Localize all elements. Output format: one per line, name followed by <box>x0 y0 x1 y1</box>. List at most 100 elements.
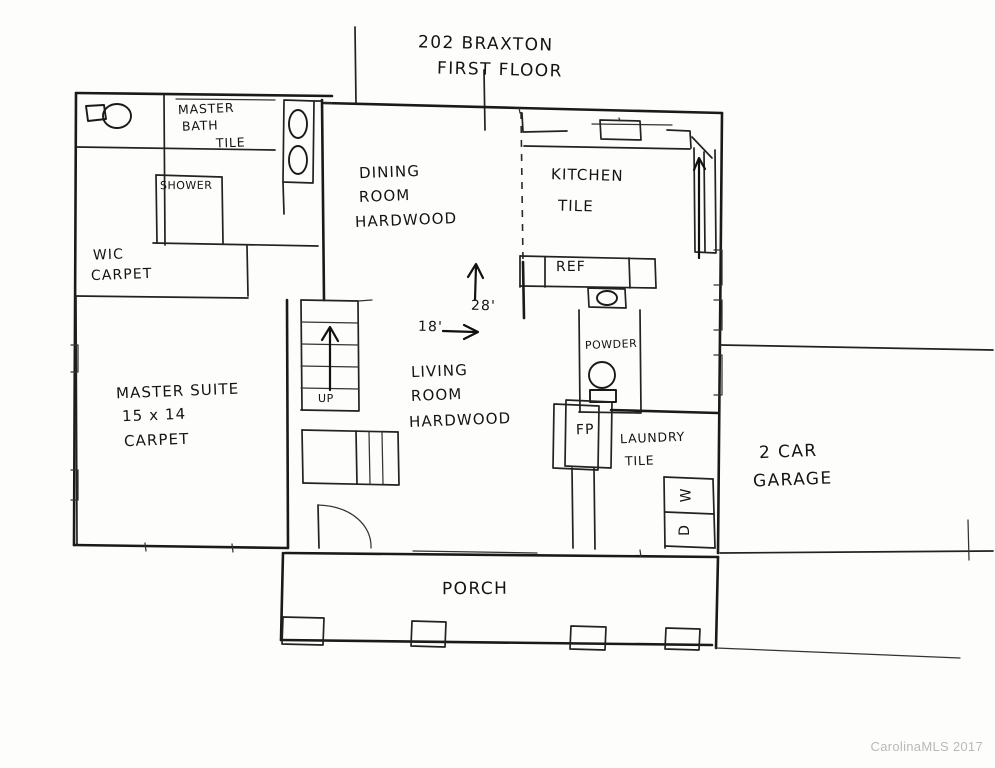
label-garage-line-1: 2 CAR <box>758 440 818 464</box>
label-stairs-up: UP <box>317 391 334 406</box>
lower-stair-tread-a <box>368 431 371 485</box>
stair-stringer-right <box>357 300 360 411</box>
exterior-wall-top-center <box>322 101 522 110</box>
door-opening-right-c <box>713 354 723 396</box>
powder-toilet-tank <box>589 389 617 403</box>
wall-washer-dryer-divider <box>664 511 715 515</box>
wall-washer-top <box>663 476 714 480</box>
porch-column-1 <box>281 616 325 646</box>
label-shower: SHOWER <box>159 178 213 193</box>
door-swing-arc-hall <box>317 504 372 549</box>
porch-column-2 <box>410 620 447 648</box>
porch-wall-top <box>283 551 720 559</box>
label-kitchen-flooring: TILE <box>557 196 595 216</box>
ref-divider-right <box>628 257 631 289</box>
cooktop-burner <box>596 290 618 306</box>
door-opening-right-b <box>713 299 723 331</box>
wall-shower-top <box>155 174 223 178</box>
wall-dryer-bottom <box>664 545 716 549</box>
sink-oval-left <box>288 109 308 139</box>
garage-right-hint <box>967 519 970 561</box>
wall-laundry-top <box>609 408 720 415</box>
garage-wall-top <box>719 344 994 351</box>
window-left-upper <box>70 344 79 373</box>
kitchen-faucet <box>618 117 621 122</box>
plan-title-line-2: FIRST FLOOR <box>436 58 564 82</box>
stair-stringer-left <box>300 299 303 411</box>
window-left-lower <box>70 469 79 501</box>
label-living-room-line-2: ROOM <box>410 385 463 405</box>
label-laundry-flooring: TILE <box>624 452 655 469</box>
mls-watermark: CarolinaMLS 2017 <box>870 739 983 754</box>
lower-stair-divider <box>355 430 358 485</box>
door-jamb-bottom-left-a <box>144 542 147 552</box>
label-dining-room-line-1: DINING <box>358 161 421 183</box>
lower-stair-left <box>301 429 304 484</box>
plan-title-line-1: 202 BRAXTON <box>417 32 554 56</box>
wall-masterbath-top-inner <box>175 98 276 101</box>
kitchen-counter-front-edge <box>523 145 691 150</box>
exterior-wall-bottom-left <box>72 543 289 550</box>
wall-mastersuite-left-inner <box>75 295 78 546</box>
door-jamb-bottom-left-b <box>231 543 234 553</box>
garage-wall-bottom-extension <box>719 550 994 554</box>
fireplace-box-outer <box>552 403 600 471</box>
kitchen-corner-diagonal <box>691 136 713 159</box>
kitchen-counter-right-return <box>666 129 692 149</box>
label-laundry: LAUNDRY <box>619 428 686 447</box>
wall-dining-left <box>320 98 326 302</box>
porch-column-3 <box>569 625 607 651</box>
label-washer: W <box>678 487 695 503</box>
fireplace-box-inner <box>564 399 613 469</box>
porch-extension-right <box>715 647 961 659</box>
fireplace-chase-left <box>571 467 574 549</box>
label-porch: PORCH <box>441 578 509 600</box>
ref-counter-bottom <box>519 285 657 289</box>
wall-powder-left <box>578 309 581 413</box>
label-powder-room: POWDER <box>584 337 638 352</box>
cooktop-box <box>587 287 627 309</box>
label-refrigerator: REF <box>555 258 586 276</box>
label-wic: WIC <box>92 246 125 264</box>
wall-powder-right <box>639 309 642 413</box>
door-leaf-hall <box>317 504 320 549</box>
title-leader-right <box>483 69 486 131</box>
wall-powder-bottom <box>578 411 642 414</box>
label-fireplace: FP <box>575 421 595 439</box>
porch-door-header <box>412 550 538 554</box>
toilet-bowl <box>102 103 132 129</box>
wall-masterbath-left <box>163 94 166 246</box>
exterior-wall-top-right <box>518 106 724 115</box>
label-master-suite-flooring: CARPET <box>123 429 190 451</box>
stair-tread-1 <box>300 321 359 324</box>
lower-stair-bottom <box>302 482 399 486</box>
stair-run-top <box>300 299 359 302</box>
wall-shower-bottom <box>152 242 319 247</box>
label-kitchen: KITCHEN <box>550 165 624 185</box>
dimension-arrow-vertical-shaft <box>473 264 478 302</box>
wall-shower-right <box>221 176 224 244</box>
vanity-outline <box>282 99 315 184</box>
kitchen-pantry-arrow-head <box>692 156 707 172</box>
lower-stair-top <box>301 429 399 433</box>
porch-column-4 <box>664 627 701 651</box>
dimension-arrow-vertical-head <box>466 262 485 280</box>
sink-oval-right <box>288 145 308 175</box>
porch-wall-left <box>279 551 285 642</box>
toilet-tank <box>85 104 107 122</box>
vanity-tail <box>282 181 285 215</box>
dimension-label-horizontal: 18' <box>417 318 444 336</box>
powder-toilet-bowl <box>588 361 616 389</box>
porch-wall-right <box>714 555 720 650</box>
label-master-bath-line-2: BATH <box>181 117 219 134</box>
lower-stair-right <box>397 431 400 486</box>
exterior-wall-top-left <box>74 91 334 98</box>
label-garage-line-2: GARAGE <box>752 468 833 492</box>
dimension-label-vertical: 28' <box>470 297 497 315</box>
label-living-room-flooring: HARDWOOD <box>408 409 512 431</box>
fireplace-chase-right <box>593 467 596 550</box>
label-master-bath-flooring: TILE <box>215 134 246 151</box>
dimension-arrow-horizontal-shaft <box>441 329 477 334</box>
